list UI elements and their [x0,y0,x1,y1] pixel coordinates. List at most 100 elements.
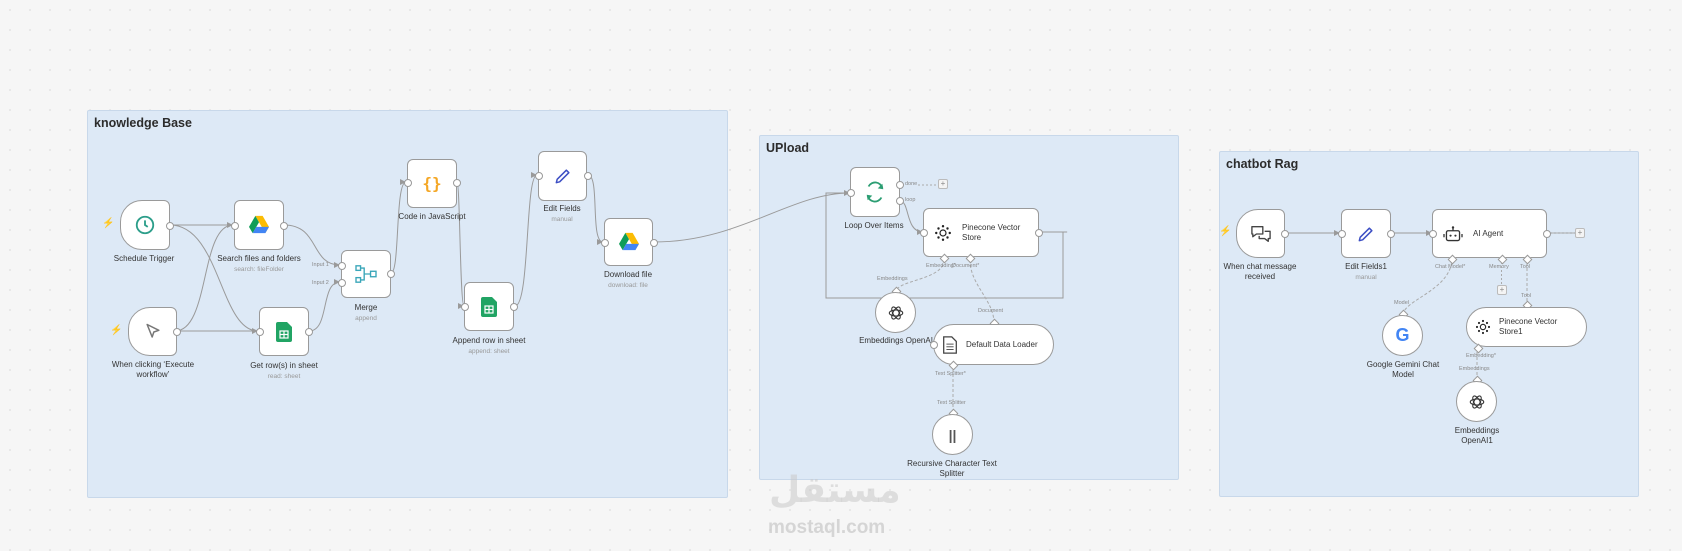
node-subtitle: download: file [608,282,648,289]
add-node-button[interactable]: + [938,179,948,189]
done-output-handle[interactable] [896,181,904,189]
cursor-icon [145,323,160,338]
input-handle[interactable] [920,229,928,237]
node-title: Schedule Trigger [113,254,175,263]
loop-port-label: loop [905,197,916,203]
node-title: Pinecone Vector Store1 [1499,317,1558,336]
loop-icon [866,181,884,203]
append-row-node[interactable] [464,282,514,331]
node-title: Search files and folders [217,254,301,263]
google-drive-icon [618,232,639,251]
edit-fields1-node[interactable] [1341,209,1391,258]
output-handle[interactable] [510,303,518,311]
google-drive-icon [249,215,269,234]
download-file-node[interactable] [604,218,653,266]
output-handle[interactable] [1543,230,1551,238]
pinecone-vector-store1-node[interactable]: Pinecone Vector Store1 [1466,307,1587,347]
document-input-label: Document [978,308,1004,314]
chat-icon [1250,225,1271,242]
input-handle[interactable] [535,172,543,180]
input-handle[interactable] [404,179,412,187]
output-handle[interactable] [280,222,288,230]
pinecone-vector-store-node[interactable]: Pinecone Vector Store [923,208,1039,257]
group-title: UPload [766,141,810,155]
node-subtitle: read: sheet [267,373,301,380]
add-node-button[interactable]: + [1575,228,1585,238]
output-handle[interactable] [1281,230,1289,238]
embeddings-openai1-node[interactable] [1456,381,1497,422]
trigger-bolt-icon: ⚡ [1219,226,1232,237]
output-handle[interactable] [584,172,592,180]
google-gemini-chat-model-node[interactable]: G [1382,315,1423,356]
pinecone-icon [935,224,951,241]
output-handle[interactable] [1387,230,1395,238]
input-handle[interactable] [1429,230,1437,238]
node-title: Edit Fields1 [1345,262,1387,271]
output-handle[interactable] [305,328,313,336]
text-splitter-port-label: Text Splitter* [935,371,966,377]
input-handle[interactable] [338,262,346,270]
default-data-loader-node[interactable]: Default Data Loader [933,324,1054,365]
node-subtitle: append: sheet [468,348,510,355]
tool-input-label: Tool [1521,293,1532,299]
dashed-connector [918,184,938,186]
openai-icon [1469,394,1484,409]
node-subtitle: manual [1355,274,1377,281]
add-memory-button[interactable]: + [1497,285,1507,295]
merge-icon [355,265,377,283]
node-title: When clicking ‘Execute workflow’ [111,360,195,379]
watermark-logo: مستقل [769,470,901,511]
node-title: Download file [603,270,653,279]
merge-node[interactable] [341,250,391,298]
ai-agent-node[interactable]: AI Agent [1432,209,1547,258]
get-rows-node[interactable] [259,307,309,356]
loop-output-handle[interactable] [896,197,904,205]
search-files-node[interactable] [234,200,284,250]
input-handle[interactable] [256,328,264,336]
robot-icon [1443,225,1463,241]
input-handle[interactable] [338,279,346,287]
node-title: Append row in sheet [452,336,526,345]
memory-port-label: Memory [1489,264,1509,270]
embeddings-port-label: Embeddings [877,276,908,282]
code-javascript-node[interactable]: {} [407,159,457,208]
document-icon [943,335,957,354]
input-handle[interactable] [601,239,609,247]
trigger-bolt-icon: ⚡ [102,218,115,229]
output-handle[interactable] [453,179,461,187]
pencil-icon [1358,226,1373,241]
input-handle[interactable] [461,303,469,311]
node-title: Merge [354,303,378,312]
trigger-bolt-icon: ⚡ [110,325,123,336]
schedule-trigger-node[interactable] [120,200,170,250]
dashed-connector [1552,232,1574,234]
node-title: Embeddings OpenAI [859,336,933,345]
google-icon: G [1395,325,1410,345]
input-handle[interactable] [231,222,239,230]
merge-input2-label: Input 2 [312,280,329,286]
dashed-connector [1501,262,1502,284]
chat-trigger-node[interactable] [1236,209,1285,258]
output-handle[interactable] [173,328,181,336]
loop-over-items-node[interactable] [850,167,900,217]
output-handle[interactable] [166,222,174,230]
node-title: Google Gemini Chat Model [1366,360,1440,379]
input-handle[interactable] [847,189,855,197]
node-subtitle: search: fileFolder [234,266,284,273]
embedding-port-label: Embedding* [1466,353,1496,359]
embedding-port-label: Embedding* [926,263,956,269]
output-handle[interactable] [387,270,395,278]
watermark-text: mostaql.com [768,517,886,538]
group-title: knowledge Base [94,116,192,130]
output-handle[interactable] [1035,229,1043,237]
output-handle[interactable] [650,239,658,247]
manual-trigger-node[interactable] [128,307,177,356]
input-handle[interactable] [1338,230,1346,238]
embeddings-openai-node[interactable] [875,292,916,333]
edit-fields-node[interactable] [538,151,587,201]
google-sheets-icon [481,296,497,317]
node-title: Code in JavaScript [398,212,466,221]
recursive-text-splitter-node[interactable]: || [932,414,973,455]
clock-icon [135,215,155,235]
input-handle[interactable] [930,341,938,349]
